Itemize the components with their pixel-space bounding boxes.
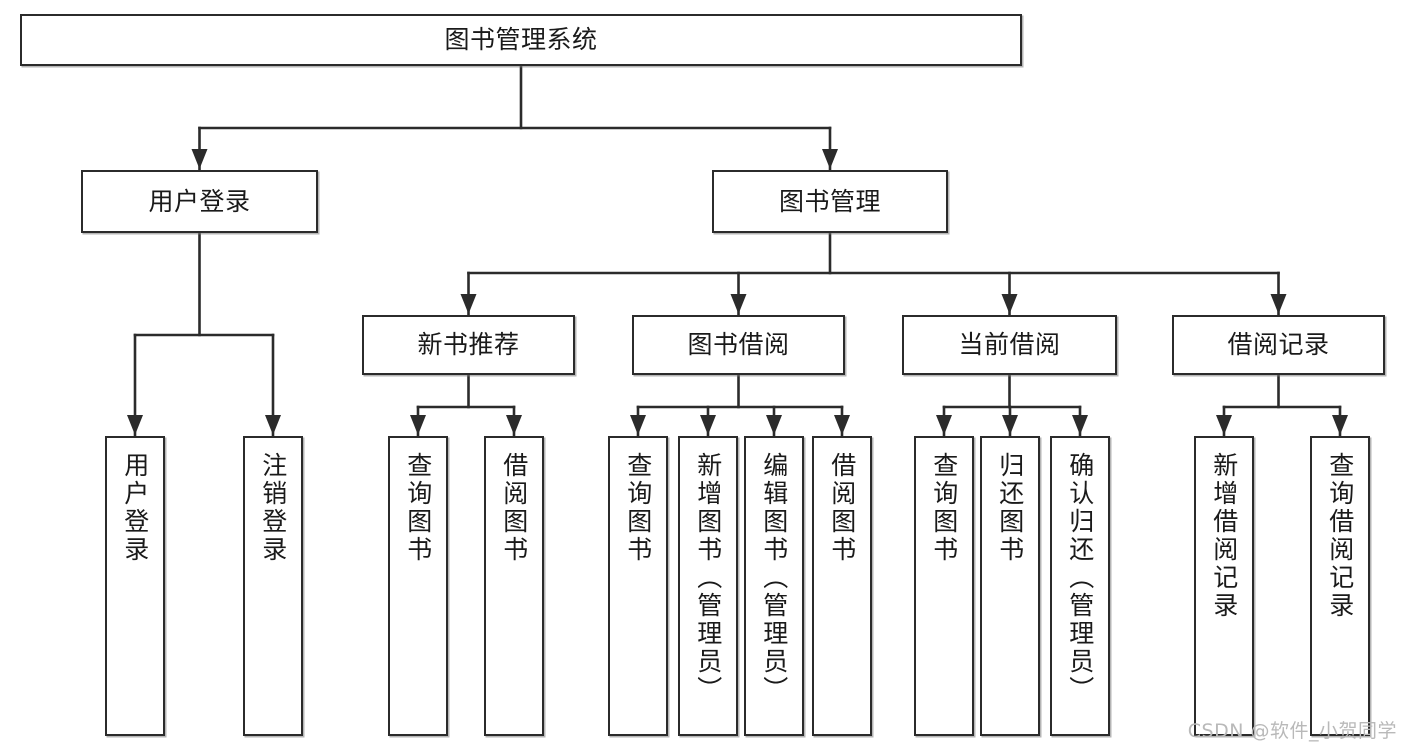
node-label: 注销登录	[258, 452, 288, 564]
node-current[interactable]: 当前借阅	[902, 315, 1117, 375]
arrowhead	[127, 415, 143, 435]
node-label: 借阅图书	[827, 452, 857, 564]
node-l1[interactable]: 用户登录	[105, 436, 165, 736]
node-label: 查询借阅记录	[1325, 452, 1355, 620]
node-label: 查询图书	[929, 452, 959, 564]
node-l8[interactable]: 借阅图书	[812, 436, 872, 736]
node-label: 新书推荐	[417, 330, 520, 360]
node-l12[interactable]: 新增借阅记录	[1194, 436, 1254, 736]
node-label: 当前借阅	[958, 330, 1061, 360]
node-newbook[interactable]: 新书推荐	[362, 315, 575, 375]
arrowhead	[265, 415, 281, 435]
arrowhead	[700, 415, 716, 435]
node-label: 新增图书（管理员）	[693, 452, 723, 704]
node-label: 新增借阅记录	[1209, 452, 1239, 620]
node-label: 编辑图书（管理员）	[759, 452, 789, 704]
arrowhead	[1270, 294, 1287, 314]
node-label: 归还图书	[995, 452, 1025, 564]
arrowhead	[630, 415, 646, 435]
arrowhead	[936, 415, 952, 435]
node-l3[interactable]: 查询图书	[388, 436, 448, 736]
node-label: 确认归还（管理员）	[1065, 452, 1095, 704]
node-l6[interactable]: 新增图书（管理员）	[678, 436, 738, 736]
node-l4[interactable]: 借阅图书	[484, 436, 544, 736]
node-label: 借阅图书	[499, 452, 529, 564]
node-label: 借阅记录	[1227, 330, 1330, 360]
arrowhead	[834, 415, 850, 435]
node-l5[interactable]: 查询图书	[608, 436, 668, 736]
arrowhead	[1216, 415, 1232, 435]
node-label: 图书借阅	[687, 330, 790, 360]
node-l10[interactable]: 归还图书	[980, 436, 1040, 736]
arrowhead	[730, 294, 747, 314]
node-l7[interactable]: 编辑图书（管理员）	[744, 436, 804, 736]
node-l9[interactable]: 查询图书	[914, 436, 974, 736]
arrowhead	[766, 415, 782, 435]
node-records[interactable]: 借阅记录	[1172, 315, 1385, 375]
arrowhead	[460, 294, 477, 314]
node-l13[interactable]: 查询借阅记录	[1310, 436, 1370, 736]
node-label: 查询图书	[623, 452, 653, 564]
arrowhead	[822, 149, 838, 169]
node-label: 图书管理系统	[444, 25, 598, 55]
node-root[interactable]: 图书管理系统	[20, 14, 1022, 66]
node-l11[interactable]: 确认归还（管理员）	[1050, 436, 1110, 736]
node-label: 图书管理	[778, 186, 881, 216]
node-l2[interactable]: 注销登录	[243, 436, 303, 736]
node-bookmgmt[interactable]: 图书管理	[712, 170, 948, 233]
node-borrow[interactable]: 图书借阅	[632, 315, 845, 375]
node-login[interactable]: 用户登录	[81, 170, 318, 233]
arrowhead	[1001, 294, 1018, 314]
node-label: 查询图书	[403, 452, 433, 564]
node-label: 用户登录	[120, 452, 150, 564]
arrowhead	[1072, 415, 1088, 435]
arrowhead	[506, 415, 522, 435]
arrowhead	[410, 415, 426, 435]
node-label: 用户登录	[148, 186, 251, 216]
arrowhead	[1332, 415, 1348, 435]
watermark-text: CSDN @软件_小贺同学	[1187, 720, 1397, 742]
arrowhead	[1002, 415, 1018, 435]
arrowhead	[191, 149, 208, 169]
